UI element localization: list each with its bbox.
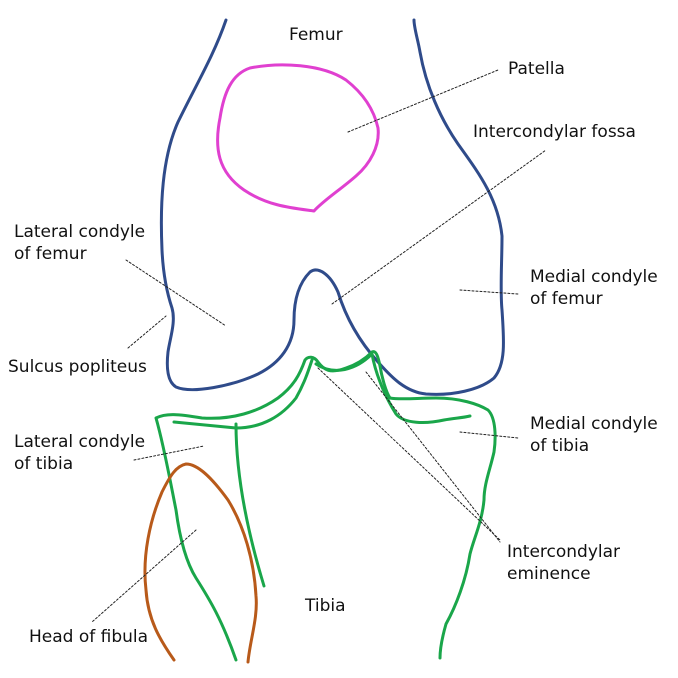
eminence-leader-1	[317, 367, 501, 541]
lateral-condyle-femur-line2: of femur	[14, 244, 87, 264]
sulcus-popliteus-label-text: Sulcus popliteus	[8, 357, 147, 377]
intercondylar-fossa-label: Intercondylar fossa	[473, 121, 636, 143]
tibia-inner-line	[234, 422, 266, 588]
lateral-tibial-plateau-line	[172, 358, 314, 430]
medial-condyle-femur-line1: Medial condyle	[530, 267, 658, 287]
lateral-condyle-femur-line1: Lateral condyle	[14, 222, 146, 242]
medial-condyle-tibia-line1: Medial condyle	[530, 414, 658, 434]
sulcus-popliteus-leader	[127, 315, 167, 349]
tibia-outline	[154, 350, 497, 662]
patella-label-text: Patella	[508, 59, 565, 79]
lateral-condyle-femur-label: Lateral condyle of femur	[14, 221, 145, 265]
head-of-fibula-label: Head of fibula	[29, 626, 148, 648]
head-of-fibula-label-text: Head of fibula	[29, 627, 149, 647]
tibia-label-text: Tibia	[305, 596, 346, 616]
fibula-outline	[143, 462, 258, 664]
patella-outline	[216, 63, 380, 213]
sulcus-popliteus-label: Sulcus popliteus	[8, 356, 147, 378]
femur-outline	[159, 18, 505, 396]
leader-lines	[91, 69, 547, 623]
patella-leader	[347, 69, 499, 133]
tibia-label: Tibia	[305, 595, 346, 617]
intercondylar-eminence-line1: Intercondylar	[507, 542, 621, 562]
medial-condyle-femur-line2: of femur	[530, 289, 603, 309]
fibula-leader	[91, 529, 197, 623]
fossa-leader	[331, 149, 547, 305]
medial-condyle-tibia-label: Medial condyle of tibia	[530, 413, 658, 457]
intercondylar-eminence-label: Intercondylar eminence	[507, 541, 620, 585]
medial-condyle-tibia-line2: of tibia	[530, 436, 590, 456]
medial-tibial-plateau-line	[314, 352, 472, 424]
patella-label: Patella	[508, 58, 565, 80]
femur-label-text: Femur	[289, 25, 343, 45]
lateral-condyle-tibia-label: Lateral condyle of tibia	[14, 431, 145, 475]
eminence-leader-2	[365, 371, 501, 543]
lateral-condyle-tibia-leader	[133, 445, 205, 461]
femur-label: Femur	[289, 24, 343, 46]
lateral-condyle-tibia-line1: Lateral condyle	[14, 432, 146, 452]
lateral-condyle-tibia-line2: of tibia	[14, 454, 74, 474]
medial-condyle-femur-label: Medial condyle of femur	[530, 266, 658, 310]
medial-condyle-femur-leader	[459, 289, 519, 295]
lateral-condyle-femur-leader	[125, 259, 227, 327]
intercondylar-eminence-line2: eminence	[507, 564, 591, 584]
medial-condyle-tibia-leader	[459, 431, 519, 439]
intercondylar-fossa-label-text: Intercondylar fossa	[473, 122, 636, 142]
